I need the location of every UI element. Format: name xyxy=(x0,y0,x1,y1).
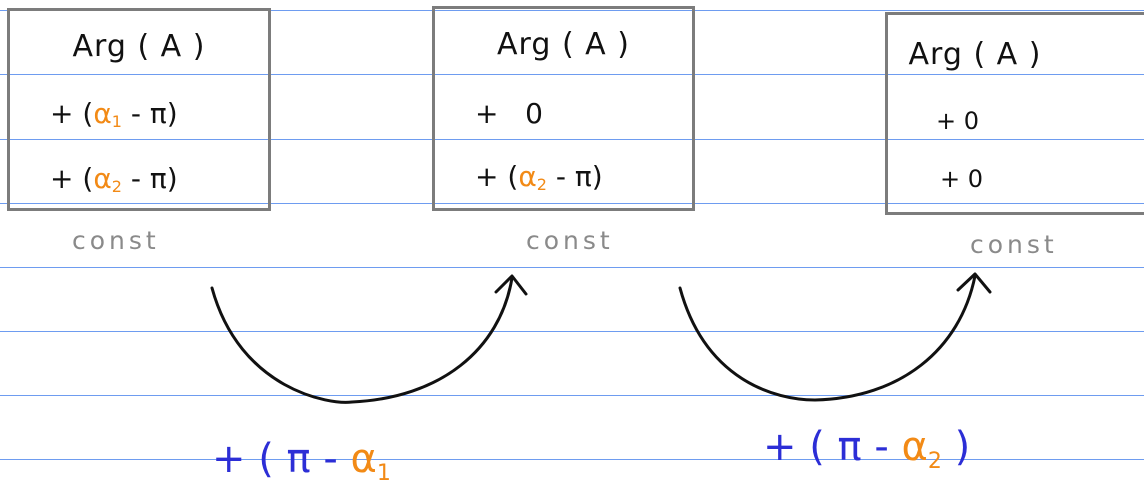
rule-line xyxy=(0,267,1144,268)
term-sign: + xyxy=(940,165,961,193)
const-label-1: const xyxy=(72,226,160,255)
term-close: ) xyxy=(166,97,178,130)
alpha-symbol: α xyxy=(901,424,928,470)
arrowhead-icon xyxy=(494,274,528,296)
term-open: ( xyxy=(82,162,94,195)
alpha-symbol: α xyxy=(93,162,112,195)
rule-line xyxy=(0,331,1144,332)
term-value: 0 xyxy=(525,97,543,130)
term-open: ( xyxy=(507,160,519,193)
transition-prefix: + ( π - xyxy=(212,436,351,482)
term-rest: - π xyxy=(546,160,592,193)
term-sign: + xyxy=(50,97,74,130)
term-sign: + xyxy=(475,160,499,193)
term-row-1: + (α1 - π) xyxy=(50,97,178,131)
transition-arrow-2 xyxy=(678,274,977,402)
term-sign: + xyxy=(50,162,74,195)
arrowhead-icon xyxy=(956,272,992,294)
alpha-symbol: α xyxy=(350,436,377,482)
term-sign: + xyxy=(475,97,499,130)
term-row-2: + 0 xyxy=(940,165,983,193)
rule-line xyxy=(0,203,1144,204)
transition-arrow-1 xyxy=(210,276,514,404)
rule-line xyxy=(0,74,1144,75)
rule-line xyxy=(0,459,1144,460)
alpha-subscript: 2 xyxy=(927,449,942,474)
const-label-3: const xyxy=(970,230,1058,259)
box-title: Arg ( A ) xyxy=(908,37,1042,72)
transition-label-1: + ( π - α1 xyxy=(212,436,391,486)
term-row-1: + 0 xyxy=(936,107,979,135)
rule-line xyxy=(0,395,1144,396)
const-label-2: const xyxy=(526,226,614,255)
term-close: ) xyxy=(166,162,178,195)
term-row-2: + (α2 - π) xyxy=(475,160,603,194)
transition-prefix: + ( π - xyxy=(763,424,902,470)
term-row-1: + 0 xyxy=(475,97,543,130)
arg-box-2: Arg ( A ) + 0 + (α2 - π) xyxy=(432,6,695,211)
alpha-symbol: α xyxy=(518,160,537,193)
arg-box-1: Arg ( A ) + (α1 - π) + (α2 - π) xyxy=(7,8,271,211)
term-rest: - π xyxy=(121,162,167,195)
alpha-subscript: 2 xyxy=(111,177,122,196)
term-rest: - π xyxy=(121,97,167,130)
rule-line xyxy=(0,10,1144,11)
term-open: ( xyxy=(82,97,94,130)
term-close: ) xyxy=(591,160,603,193)
arg-box-3: Arg ( A ) + 0 + 0 xyxy=(885,12,1144,215)
box-title: Arg ( A ) xyxy=(72,29,206,64)
term-sign: + xyxy=(936,107,957,135)
term-value: 0 xyxy=(963,107,980,135)
rule-line xyxy=(0,139,1144,140)
transition-suffix: ) xyxy=(941,424,971,470)
term-value: 0 xyxy=(967,165,984,193)
alpha-symbol: α xyxy=(93,97,112,130)
alpha-subscript: 2 xyxy=(536,175,547,194)
alpha-subscript: 1 xyxy=(376,461,391,486)
transition-label-2: + ( π - α2 ) xyxy=(763,424,970,474)
term-row-2: + (α2 - π) xyxy=(50,162,178,196)
box-title: Arg ( A ) xyxy=(497,27,630,62)
alpha-subscript: 1 xyxy=(111,112,122,131)
